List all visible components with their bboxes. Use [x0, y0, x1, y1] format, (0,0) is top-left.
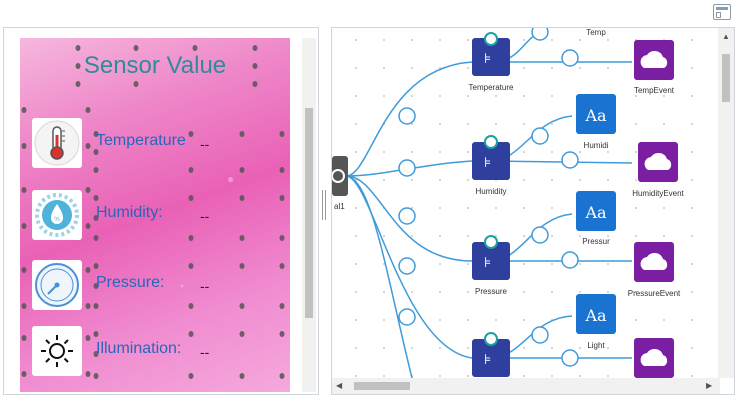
connector-gear-icon: [398, 207, 416, 225]
flow-diagram: al1 ⊧ T: [332, 28, 718, 378]
event-node-label: TempEvent: [634, 86, 675, 95]
sensor-preview-panel: Sensor Value Temperature --: [3, 27, 319, 395]
thermometer-icon: [32, 118, 82, 168]
connector-gear-icon: [531, 127, 549, 145]
flow-editor-panel: al1 ⊧ T: [331, 27, 735, 395]
event-node-humidity: [638, 142, 678, 182]
event-node-label: PressureEvent: [628, 289, 681, 298]
source-label: al1: [334, 202, 345, 211]
connector-gear-icon: [561, 251, 579, 269]
flow-canvas[interactable]: al1 ⊧ T: [332, 28, 718, 378]
connector-gear-icon: [398, 159, 416, 177]
sensor-value: --: [200, 278, 210, 294]
sun-icon: [32, 326, 82, 376]
svg-text:⊧: ⊧: [484, 352, 491, 368]
svg-text:%: %: [54, 217, 60, 223]
node-label-temperature: Temperature: [469, 83, 514, 92]
svg-text:⊧: ⊧: [484, 51, 491, 67]
sensor-label: Temperature: [96, 132, 186, 149]
text-node-light: Aa: [576, 294, 616, 334]
connector-gear-icon: [561, 49, 579, 67]
sensor-label: Illumination:: [96, 340, 182, 357]
sensor-row-illumination: Illumination: --: [32, 326, 290, 378]
svg-text:⊧: ⊧: [484, 255, 491, 271]
connector-gear-icon: [531, 326, 549, 344]
sensor-panel-title: Sensor Value: [83, 52, 227, 79]
event-node-light: [634, 338, 674, 378]
scroll-thumb[interactable]: [722, 54, 730, 102]
scroll-up-arrow-icon[interactable]: ▲: [722, 32, 730, 41]
svg-text:Aa: Aa: [584, 203, 607, 222]
node-label-pressure: Pressure: [475, 287, 508, 296]
event-node-label: HumidityEvent: [632, 189, 684, 198]
humidity-drop-icon: %: [32, 190, 82, 240]
svg-text:Aa: Aa: [584, 106, 607, 125]
sensor-row-pressure: Pressure: --: [32, 260, 290, 312]
sensor-label: Humidity:: [96, 204, 163, 221]
connector-gear-icon: [531, 28, 549, 41]
sensor-value: --: [200, 136, 210, 152]
pressure-gauge-icon: [32, 260, 82, 310]
right-horizontal-scrollbar[interactable]: ◀ ▶: [332, 378, 720, 394]
sensor-value: --: [200, 344, 210, 360]
event-node-temp: [634, 40, 674, 80]
connector-gear-icon: [398, 107, 416, 125]
connector-gear-icon: [561, 349, 579, 367]
text-node-label: Humidi: [584, 141, 609, 150]
ble-node-pressure: ⊧: [472, 235, 510, 280]
svg-text:⊧: ⊧: [484, 155, 491, 171]
scroll-thumb[interactable]: [305, 108, 313, 318]
connector-gear-icon: [531, 226, 549, 244]
text-node-label: Pressur: [582, 237, 610, 246]
sensor-row-temperature: Temperature --: [32, 118, 290, 170]
sensor-row-humidity: % Humidity: --: [32, 190, 290, 242]
connector-gear-icon: [398, 308, 416, 326]
panel-splitter[interactable]: [322, 190, 326, 220]
sensor-label: Pressure:: [96, 274, 165, 291]
svg-text:Aa: Aa: [584, 306, 607, 325]
text-node-pressure: Aa: [576, 191, 616, 231]
event-node-pressure: [634, 242, 674, 282]
scroll-right-arrow-icon[interactable]: ▶: [706, 381, 713, 390]
right-vertical-scrollbar[interactable]: ▲: [718, 28, 734, 378]
sensor-value: --: [200, 208, 210, 224]
connector-gear-icon: [561, 151, 579, 169]
connector-gear-icon: [398, 257, 416, 275]
text-node-label: Temp: [586, 28, 606, 37]
text-node-humidity: Aa: [576, 94, 616, 134]
left-vertical-scrollbar[interactable]: [302, 38, 316, 392]
ble-node-light: ⊧: [472, 332, 510, 377]
scroll-left-arrow-icon[interactable]: ◀: [336, 381, 343, 390]
sensor-display: Sensor Value Temperature --: [20, 38, 290, 392]
scroll-thumb[interactable]: [354, 382, 410, 390]
ble-node-temperature: ⊧: [472, 32, 510, 76]
text-node-label: Light: [587, 341, 605, 350]
layout-toggle-icon[interactable]: [713, 4, 731, 20]
ble-node-humidity: ⊧: [472, 135, 510, 180]
node-label-humidity: Humidity: [475, 187, 506, 196]
source-node: [332, 156, 348, 196]
